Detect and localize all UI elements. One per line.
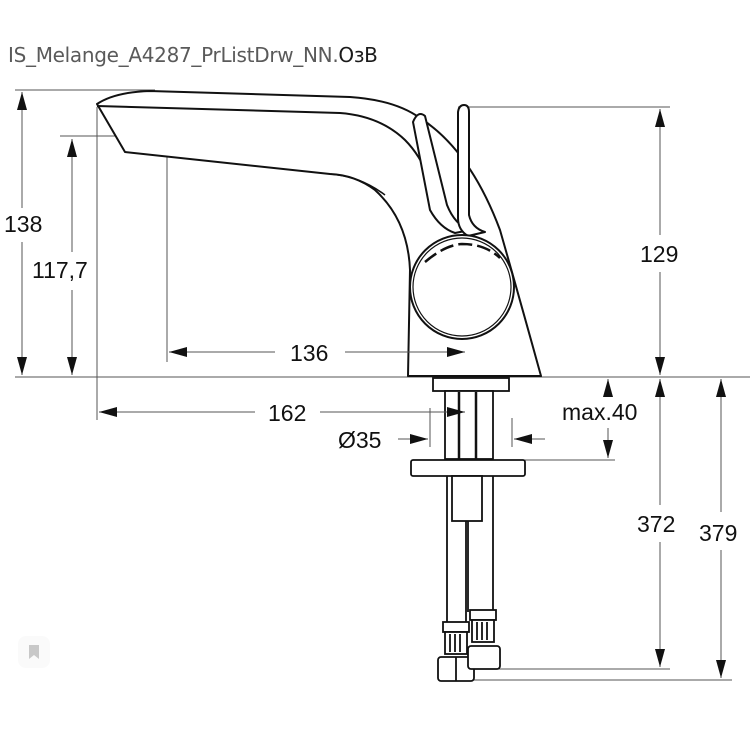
drawing-filename: IS_Melange_A4287_PrListDrw_NN. [8, 43, 339, 67]
faucet-body [96, 90, 542, 377]
dim-handle-height: 129 [640, 241, 678, 267]
dim-hole-diameter: Ø35 [338, 427, 381, 453]
dim-overall-height: 138 [4, 211, 42, 237]
drawing-extension: OзB [338, 43, 378, 67]
bookmark-icon [29, 645, 39, 659]
dim-hose-length-short: 372 [637, 511, 675, 537]
drawing-title: IS_Melange_A4287_PrListDrw_NN.OзB [8, 43, 378, 67]
dim-max-deck-thickness: max.40 [562, 399, 637, 425]
dim-spout-reach: 136 [290, 340, 328, 366]
bookmark-button[interactable] [18, 636, 50, 668]
dim-total-depth: 162 [268, 400, 306, 426]
dim-hose-length-long: 379 [699, 520, 737, 546]
extension-lines [15, 89, 750, 681]
mounting-assembly [410, 377, 526, 682]
dim-spout-outlet-height: 117,7 [32, 257, 88, 283]
dimension-lines [17, 92, 726, 678]
